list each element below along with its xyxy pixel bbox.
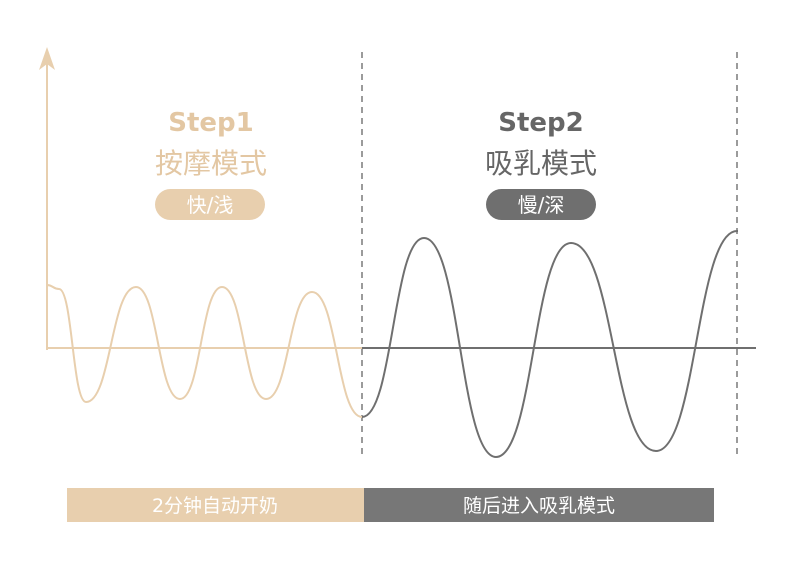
step1-mode-title: 按摩模式 [155,147,267,180]
massage-wave [46,284,363,418]
step1-badge-label: 快/浅 [187,193,234,217]
phase-bar-step1 [67,488,364,522]
y-axis-arrow-icon [39,47,55,70]
step1-badge [155,189,265,220]
phase-bar-step2 [364,488,714,522]
step2-mode-title: 吸乳模式 [485,147,597,180]
step2-badge [486,189,596,220]
step2-badge-label: 慢/深 [518,193,565,217]
suction-wave [361,230,738,459]
step1-title: Step1 [168,108,254,138]
step2-title: Step2 [498,108,584,138]
phase-bar-step1-label: 2分钟自动开奶 [152,495,278,517]
phase-bar-step2-label: 随后进入吸乳模式 [463,495,615,517]
